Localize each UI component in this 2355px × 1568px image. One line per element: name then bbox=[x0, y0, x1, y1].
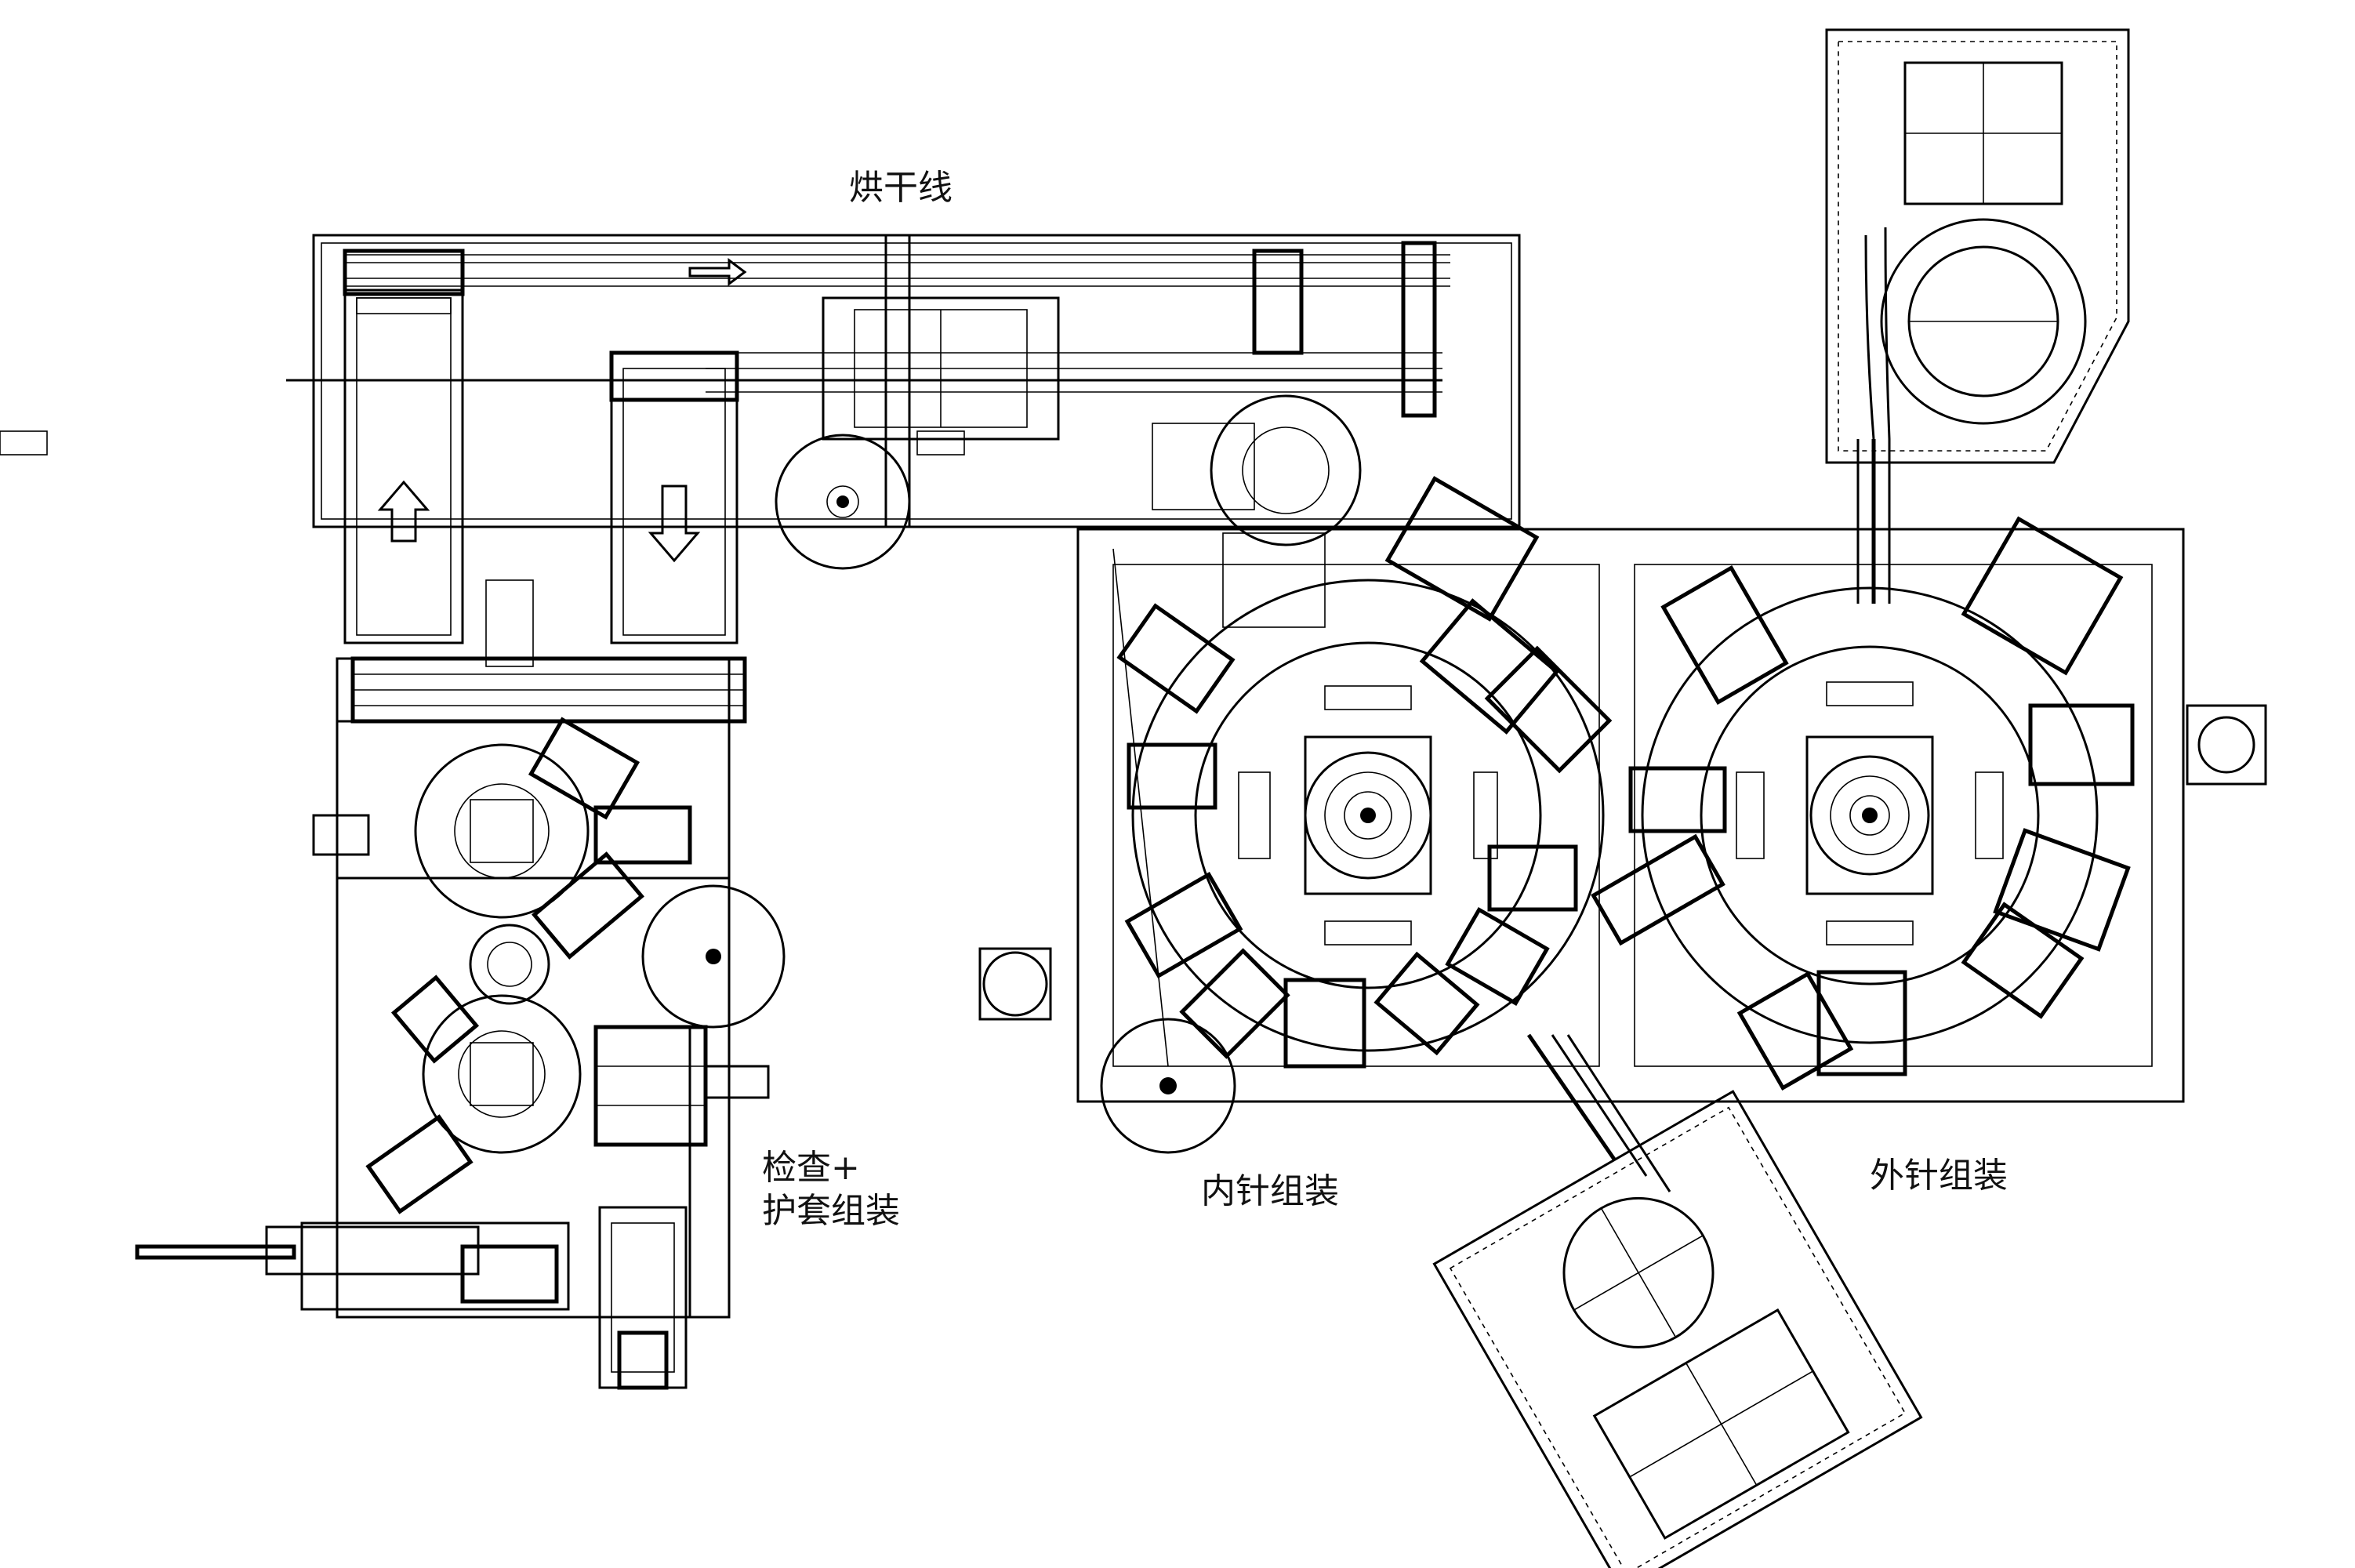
inner-needle-frame bbox=[978, 476, 2185, 1568]
inspection-label-line1: 检查+ bbox=[762, 1148, 860, 1188]
inspection-label-line2: 护套组装 bbox=[762, 1191, 900, 1231]
drying-line-label: 烘干线 bbox=[849, 168, 953, 208]
outer-needle-label: 外针组装 bbox=[1870, 1156, 2008, 1196]
drying-line-frame bbox=[0, 234, 1521, 724]
inspection-sheath-frame bbox=[135, 657, 786, 1390]
outer-needle-frame bbox=[1591, 28, 2267, 1091]
inner-needle-label: 内针组装 bbox=[1201, 1171, 1339, 1211]
inspection-sheath-label: 检查+ 护套组装 bbox=[762, 1146, 900, 1232]
